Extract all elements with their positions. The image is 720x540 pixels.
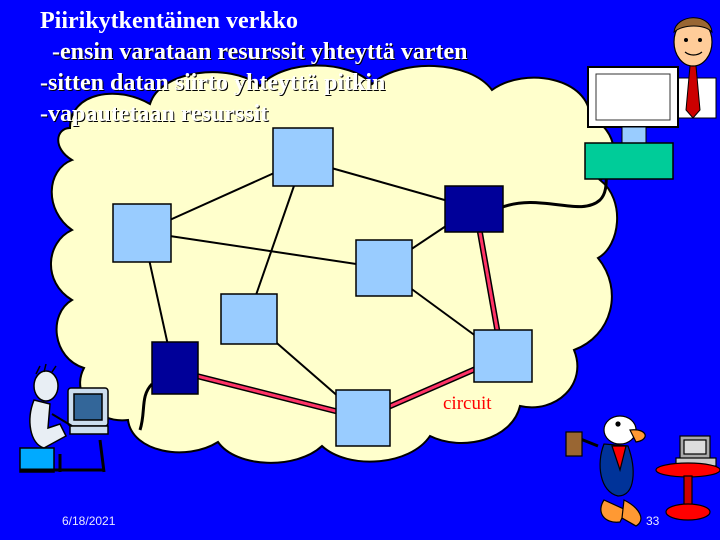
slide-title-block: Piirikytkentäinen verkko -ensin varataan… xyxy=(40,6,660,130)
switch-node xyxy=(355,239,413,297)
left-cable xyxy=(138,382,154,431)
switch-node xyxy=(220,293,278,345)
switch-node xyxy=(444,185,504,233)
bullet-release-resources: -vapautetaan resurssit xyxy=(40,101,269,127)
computer-on-table-icon xyxy=(655,435,720,521)
switch-node xyxy=(151,341,199,395)
computer-monitor-icon xyxy=(584,66,679,180)
bullet-transfer-data: -sitten datan siirto yhteyttä pitkin xyxy=(40,70,386,96)
duck-with-hammer-icon xyxy=(565,415,646,527)
switch-node xyxy=(335,389,391,447)
slide-title: Piirikytkentäinen verkko xyxy=(40,8,299,34)
switch-node xyxy=(112,203,172,263)
footer-date: 6/18/2021 xyxy=(62,514,116,528)
switch-node xyxy=(272,127,334,187)
person-with-tie-icon xyxy=(669,17,717,119)
switch-nodes xyxy=(112,127,533,447)
bullet-reserve-resources: -ensin varataan resurssit yhteyttä varte… xyxy=(52,39,468,65)
link xyxy=(142,231,384,269)
user-at-computer-icon xyxy=(19,363,109,473)
footer-page-number: 33 xyxy=(646,514,660,528)
circuit-label: circuit xyxy=(443,393,492,414)
switch-node xyxy=(473,329,533,383)
